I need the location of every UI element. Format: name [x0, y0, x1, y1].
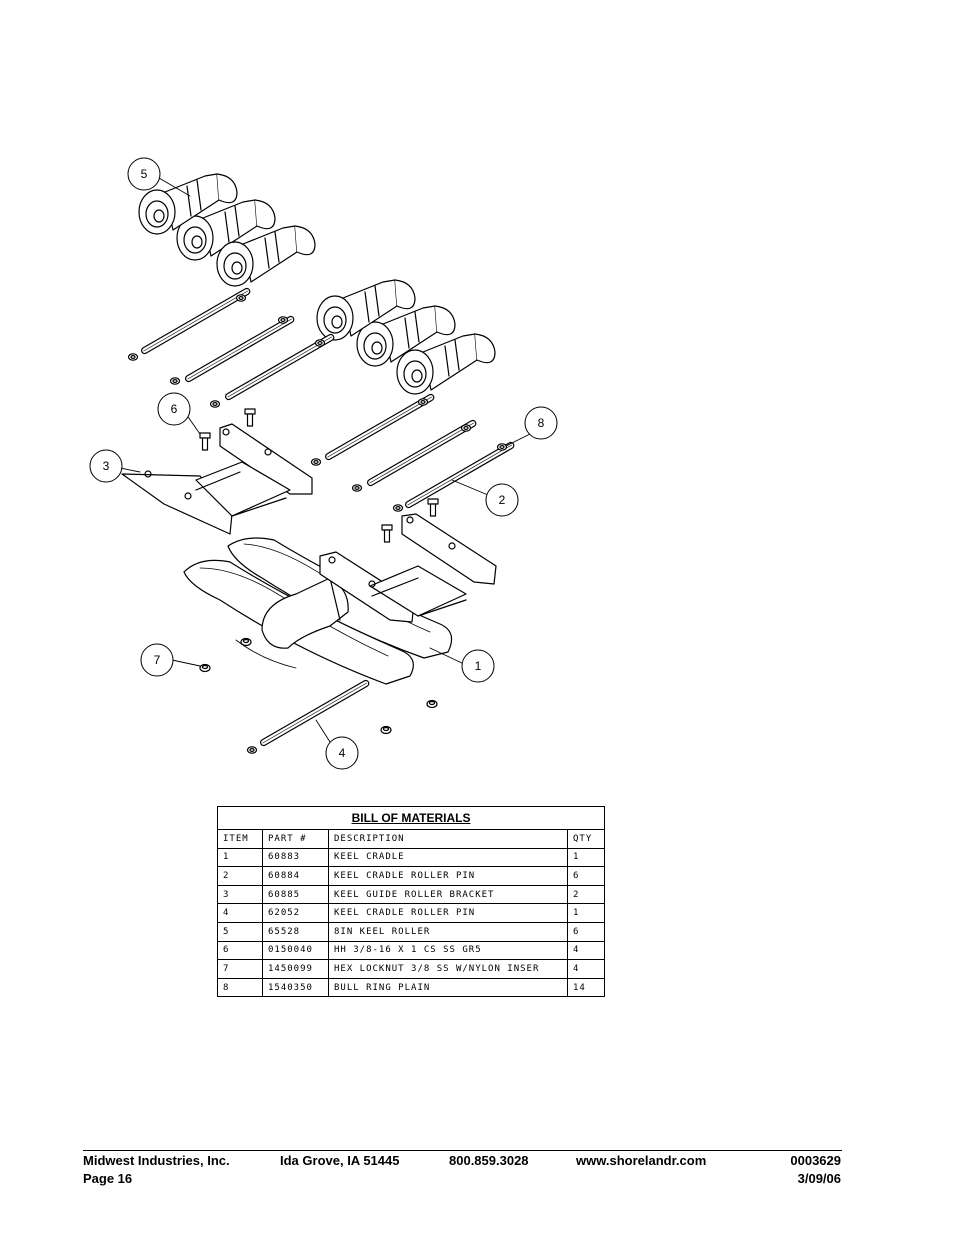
middle-roller-group — [316, 279, 496, 395]
callout-4: 4 — [325, 736, 359, 770]
qty-cell: 6 — [566, 921, 606, 942]
column-header-part: PART # — [262, 829, 329, 849]
callout-label: 3 — [103, 459, 110, 473]
part-cell: 62052 — [262, 903, 329, 923]
part-cell: 65528 — [262, 921, 329, 942]
exploded-parts-diagram: 5 6 3 8 2 7 1 4 — [89, 157, 558, 770]
bom-title: BILL OF MATERIALS — [216, 806, 606, 830]
callout-6: 6 — [157, 392, 191, 426]
description-cell: KEEL CRADLE — [328, 847, 568, 868]
callout-label: 8 — [538, 416, 545, 430]
callout-label: 6 — [171, 402, 178, 416]
footer-divider — [83, 1150, 842, 1151]
callouts: 5 6 3 8 2 7 1 4 — [89, 157, 558, 770]
callout-8: 8 — [524, 406, 558, 440]
qty-cell: 1 — [566, 847, 606, 868]
table-row: 6 0150040 HH 3/8-16 X 1 CS SS GR5 4 — [217, 940, 606, 961]
callout-label: 1 — [475, 659, 482, 673]
table-row: 2 60884 KEEL CRADLE ROLLER PIN 6 — [217, 866, 606, 886]
description-cell: 8IN KEEL ROLLER — [328, 921, 568, 942]
description-cell: KEEL CRADLE ROLLER PIN — [328, 866, 568, 886]
callout-label: 2 — [499, 493, 506, 507]
footer-phone: 800.859.3028 — [449, 1153, 529, 1168]
callout-7: 7 — [140, 643, 174, 677]
callout-label: 5 — [141, 167, 148, 181]
table-row: 5 65528 8IN KEEL ROLLER 6 — [217, 921, 606, 942]
item-cell: 4 — [217, 903, 263, 923]
callout-3: 3 — [89, 449, 123, 483]
footer-website: www.shorelandr.com — [576, 1153, 707, 1168]
qty-cell: 4 — [566, 940, 606, 961]
description-cell: KEEL GUIDE ROLLER BRACKET — [328, 884, 568, 905]
rear-bracket — [319, 513, 497, 623]
table-row: 7 1450099 HEX LOCKNUT 3/8 SS W/NYLON INS… — [217, 959, 606, 979]
footer-doc-number: 0003629 — [790, 1153, 841, 1168]
table-row: 8 1540350 BULL RING PLAIN 14 — [217, 977, 606, 998]
column-header-item: ITEM — [217, 829, 263, 849]
description-cell: HH 3/8-16 X 1 CS SS GR5 — [328, 940, 568, 961]
item-cell: 2 — [217, 866, 263, 886]
qty-cell: 1 — [566, 903, 606, 923]
item-cell: 5 — [217, 921, 263, 942]
item-cell: 7 — [217, 959, 263, 979]
table-row: 4 62052 KEEL CRADLE ROLLER PIN 1 — [217, 903, 606, 923]
upper-roller-group — [138, 173, 316, 287]
part-cell: 60884 — [262, 866, 329, 886]
footer-location: Ida Grove, IA 51445 — [280, 1153, 400, 1168]
description-cell: HEX LOCKNUT 3/8 SS W/NYLON INSER — [328, 959, 568, 979]
part-cell: 1450099 — [262, 959, 329, 979]
callout-5: 5 — [127, 157, 161, 191]
table-row: 1 60883 KEEL CRADLE 1 — [217, 847, 606, 868]
table-row: 3 60885 KEEL GUIDE ROLLER BRACKET 2 — [217, 884, 606, 905]
part-cell: 60885 — [262, 884, 329, 905]
description-cell: KEEL CRADLE ROLLER PIN — [328, 903, 568, 923]
part-cell: 1540350 — [262, 977, 329, 998]
callout-label: 4 — [339, 746, 346, 760]
bill-of-materials-table: BILL OF MATERIALS ITEM PART # DESCRIPTIO… — [216, 806, 606, 998]
qty-cell: 14 — [566, 977, 606, 998]
callout-1: 1 — [461, 649, 495, 683]
qty-cell: 2 — [566, 884, 606, 905]
description-cell: BULL RING PLAIN — [328, 977, 568, 998]
footer-date: 3/09/06 — [797, 1171, 841, 1186]
callout-label: 7 — [154, 653, 161, 667]
footer-company: Midwest Industries, Inc. — [83, 1153, 230, 1168]
footer-page-number: Page 16 — [83, 1171, 133, 1186]
qty-cell: 6 — [566, 866, 606, 886]
item-cell: 6 — [217, 940, 263, 961]
qty-cell: 4 — [566, 959, 606, 979]
part-cell: 60883 — [262, 847, 329, 868]
part-cell: 0150040 — [262, 940, 329, 961]
front-bracket — [121, 423, 313, 535]
keel-cradle — [183, 537, 453, 685]
callout-2: 2 — [485, 483, 519, 517]
leader-lines — [119, 177, 531, 743]
column-header-qty: QTY — [566, 829, 606, 849]
item-cell: 1 — [217, 847, 263, 868]
item-cell: 3 — [217, 884, 263, 905]
column-header-description: DESCRIPTION — [328, 829, 568, 849]
item-cell: 8 — [217, 977, 263, 998]
